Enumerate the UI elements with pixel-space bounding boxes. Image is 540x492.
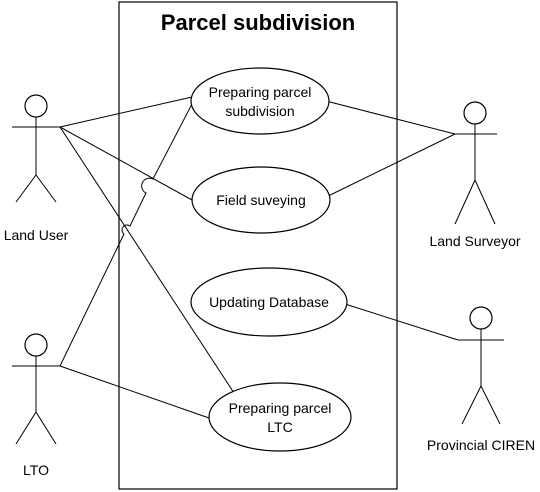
actor-label: Land Surveyor bbox=[429, 233, 520, 249]
use-case-label-line2: subdivision bbox=[225, 103, 294, 119]
actor-land-user: Land User bbox=[4, 94, 69, 243]
actor-provincial-ciren: Provincial CIREN bbox=[427, 306, 535, 453]
actor-label: Provincial CIREN bbox=[427, 437, 535, 453]
assoc-landuser-fieldsurvey bbox=[59, 126, 193, 201]
use-case-label-line1: Preparing parcel bbox=[229, 400, 332, 416]
assoc-lto-ltc bbox=[59, 365, 210, 419]
actor-lto: LTO bbox=[12, 333, 60, 478]
assoc-ciren-database bbox=[344, 303, 459, 341]
use-case-updating-database: Updating Database bbox=[190, 267, 348, 337]
assoc-landuser-subdivision bbox=[59, 96, 193, 128]
use-case-label: Updating Database bbox=[209, 294, 329, 310]
actor-label: Land User bbox=[4, 227, 69, 243]
stick-figure-icon bbox=[458, 306, 504, 425]
actor-land-surveyor: Land Surveyor bbox=[429, 101, 521, 249]
assoc-landuser-ltc bbox=[59, 126, 235, 394]
system-boundary bbox=[118, 1, 398, 490]
actor-label: LTO bbox=[23, 462, 49, 478]
stick-figure-icon bbox=[12, 94, 60, 203]
use-case-label-line1: Preparing parcel bbox=[209, 84, 312, 100]
use-case-preparing-ltc: Preparing parcel LTC bbox=[208, 382, 352, 452]
use-case-preparing-subdivision: Preparing parcel subdivision bbox=[190, 67, 330, 135]
system-title: Parcel subdivision bbox=[161, 10, 355, 35]
associations bbox=[59, 96, 459, 419]
use-case-field-surveying: Field suveying bbox=[191, 166, 331, 234]
use-case-label: Field suveying bbox=[216, 192, 306, 208]
use-case-label-line2: LTC bbox=[267, 419, 292, 435]
assoc-lto-subdivision bbox=[59, 103, 193, 367]
assoc-surveyor-subdivision bbox=[325, 100, 456, 135]
assoc-surveyor-fieldsurvey bbox=[319, 133, 456, 201]
stick-figure-icon bbox=[454, 101, 497, 225]
stick-figure-icon bbox=[12, 333, 60, 445]
